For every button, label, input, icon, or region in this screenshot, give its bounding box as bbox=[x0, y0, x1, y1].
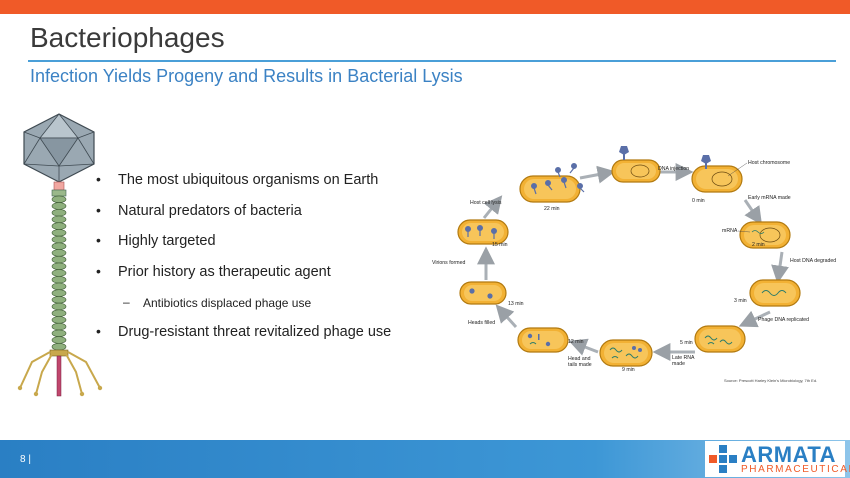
label-9-min: 9 min bbox=[622, 367, 635, 373]
tail-ring bbox=[51, 316, 67, 324]
tail-ring bbox=[51, 309, 67, 317]
tail-ring bbox=[51, 195, 67, 204]
cell-9-min bbox=[599, 339, 653, 367]
cell-2-min bbox=[739, 221, 791, 249]
tail-ring bbox=[51, 269, 67, 277]
tail-ring bbox=[51, 202, 67, 210]
sub-bullet-item: Antibiotics displaced phage use bbox=[96, 294, 391, 324]
label-22-min: 22 min bbox=[544, 206, 560, 212]
slide-title: Bacteriophages bbox=[30, 22, 225, 53]
cell-3-min bbox=[749, 279, 801, 307]
tail-ring bbox=[51, 343, 67, 351]
tail-ring bbox=[51, 208, 67, 217]
label-virions-formed: Virions formed bbox=[432, 260, 465, 266]
bacteriophage-illustration bbox=[17, 113, 103, 397]
tail-ring bbox=[51, 336, 67, 344]
tail-ring bbox=[51, 235, 67, 244]
cycle-arrows bbox=[477, 163, 789, 361]
label-12-min: 12 min bbox=[568, 339, 584, 345]
label-host-chromosome: Host chromosome bbox=[748, 160, 790, 166]
logo-mark-icon bbox=[709, 445, 737, 473]
label-0-min: 0 min bbox=[692, 198, 705, 204]
tail-ring bbox=[51, 302, 67, 311]
tail-ring bbox=[51, 262, 67, 271]
page-number: 8 | bbox=[20, 454, 31, 465]
bullet-item: Drug-resistant threat revitalized phage … bbox=[96, 323, 391, 355]
logo-name: ARMATA bbox=[741, 442, 837, 467]
label-5-min: 5 min bbox=[680, 340, 693, 346]
top-accent-bar bbox=[0, 0, 850, 14]
label-13-min: 13 min bbox=[508, 301, 524, 307]
tail-ring bbox=[51, 255, 67, 264]
tail-ring bbox=[51, 242, 67, 250]
label-15-min: 15 min bbox=[492, 242, 508, 248]
label-dna-injection: DNA injection bbox=[658, 166, 689, 172]
cell-13-min bbox=[459, 281, 507, 305]
label-early-mrna: Early mRNA made bbox=[748, 195, 791, 201]
cell-5-min bbox=[694, 325, 746, 353]
label-3-min: 3 min bbox=[734, 298, 747, 304]
cell-12-min bbox=[517, 327, 569, 353]
cell-15-min bbox=[457, 219, 509, 245]
cell-0-min bbox=[691, 155, 743, 193]
source-citation: Source: Prescott Harley Klein's Microbio… bbox=[724, 378, 817, 383]
title-divider bbox=[28, 60, 836, 62]
label-phage-dna-replicated: Phage DNA replicated bbox=[758, 317, 809, 323]
label-heads-filled: Heads filled bbox=[468, 320, 495, 326]
company-logo: ARMATA PHARMACEUTICALS bbox=[705, 441, 850, 477]
bullet-list: The most ubiquitous organisms on Earth N… bbox=[96, 171, 391, 355]
cell-22-min-lysis bbox=[519, 163, 585, 203]
label-mrna: mRNA bbox=[722, 228, 738, 234]
tail-ring bbox=[51, 222, 67, 230]
bullet-item: Natural predators of bacteria bbox=[96, 202, 391, 234]
label-host-cell-lysis: Host cell lysis bbox=[470, 200, 502, 206]
bullet-item: The most ubiquitous organisms on Earth bbox=[96, 171, 391, 203]
tail-ring bbox=[51, 229, 67, 237]
bullet-item: Prior history as therapeutic agent bbox=[96, 263, 391, 295]
lytic-cycle-diagram: DNA injection Host chromosome 0 min Earl… bbox=[432, 146, 836, 383]
cell-dna-injection bbox=[611, 146, 661, 183]
tail-ring bbox=[51, 289, 67, 297]
tail-ring bbox=[51, 249, 67, 257]
tail-ring bbox=[51, 282, 67, 291]
label-host-dna-degraded: Host DNA degraded bbox=[790, 258, 836, 264]
logo-subtitle: PHARMACEUTICALS bbox=[741, 464, 850, 475]
tail-ring bbox=[51, 322, 67, 331]
tail-ring bbox=[51, 296, 67, 304]
tail-ring bbox=[51, 215, 67, 224]
bullet-item: Highly targeted bbox=[96, 232, 391, 264]
tail-ring bbox=[51, 329, 67, 338]
slide-subtitle: Infection Yields Progeny and Results in … bbox=[30, 66, 463, 86]
tail-ring bbox=[51, 276, 67, 284]
label-2-min: 2 min bbox=[752, 242, 765, 248]
